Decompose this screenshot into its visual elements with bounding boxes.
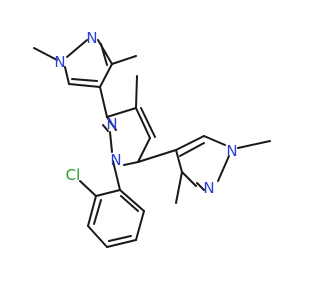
atom-label-chlorine: Cl — [66, 166, 81, 184]
bond — [99, 86, 108, 118]
atom-label-nitrogen: N — [110, 151, 121, 169]
central-pyrazole-ring — [102, 75, 156, 166]
bond — [64, 66, 70, 85]
top-pyrazole-ring — [33, 39, 137, 88]
bond — [175, 149, 183, 173]
atom-label-nitrogen: N — [54, 53, 65, 71]
bond — [179, 142, 205, 157]
molecule-structure: N N N N N N Cl — [33, 29, 271, 248]
atom-label-nitrogen: N — [86, 29, 97, 47]
bond — [109, 131, 113, 153]
bond — [119, 189, 145, 212]
bond — [203, 135, 226, 146]
bond — [100, 43, 108, 66]
bond — [106, 107, 137, 118]
atom-label-nitrogen: N — [203, 179, 214, 197]
bond — [175, 171, 183, 204]
bond — [140, 107, 156, 138]
bond — [112, 160, 121, 191]
atom-label-nitrogen: N — [106, 115, 117, 133]
bond — [111, 55, 137, 65]
bond — [33, 47, 58, 61]
bond — [106, 239, 137, 248]
bond — [196, 182, 205, 191]
bond — [93, 199, 102, 225]
bond — [137, 137, 151, 163]
bond — [108, 235, 132, 242]
bond — [137, 149, 177, 163]
molecule-canvas: N N N N N N Cl — [33, 29, 271, 248]
bond — [135, 210, 145, 241]
bond — [106, 116, 117, 131]
bond — [99, 63, 113, 88]
atom-label-nitrogen: N — [226, 142, 237, 160]
bond — [135, 107, 151, 139]
bond — [120, 195, 139, 212]
bond — [135, 75, 138, 109]
bond — [123, 161, 139, 166]
bond — [175, 135, 205, 151]
right-pyrazole-ring — [175, 135, 271, 204]
bond — [79, 180, 97, 197]
bond — [66, 39, 88, 58]
bond — [71, 78, 98, 82]
bond — [102, 124, 109, 132]
bond — [68, 83, 101, 88]
bond — [217, 155, 230, 182]
bond — [87, 195, 97, 227]
bond — [237, 140, 271, 149]
bond — [181, 171, 197, 187]
chlorophenyl-ring — [79, 180, 145, 248]
bond — [87, 225, 108, 248]
bond — [95, 189, 121, 197]
